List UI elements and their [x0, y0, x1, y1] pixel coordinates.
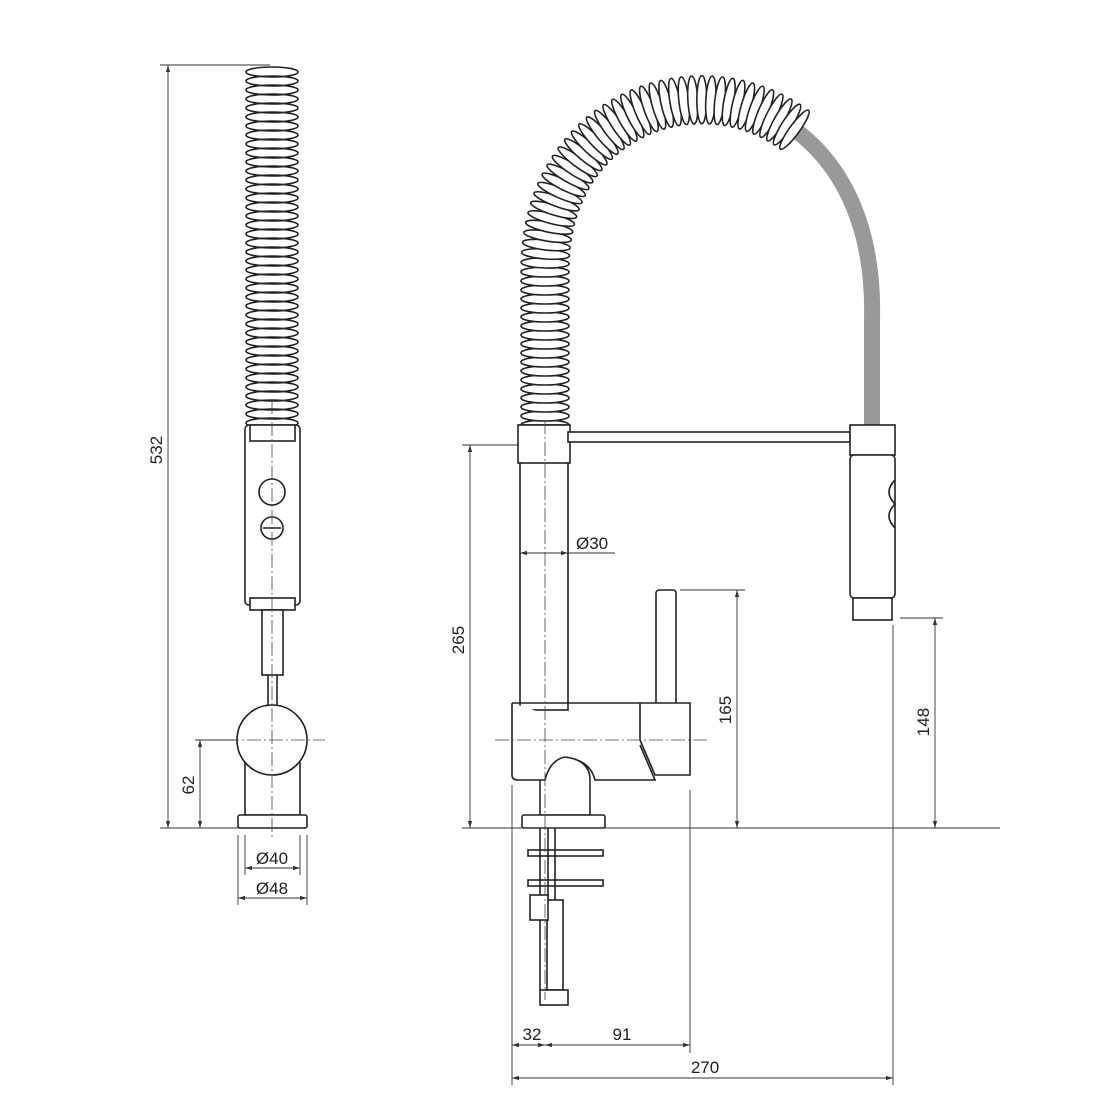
front-view: 265 Ø30 165 148 32 91 270	[449, 74, 1000, 1085]
coil-loop	[245, 246, 299, 258]
coil-loop	[245, 156, 299, 168]
front-column	[519, 424, 569, 711]
dimension-270: 270	[691, 1058, 719, 1077]
coil-loop	[245, 363, 299, 375]
dimension-32: 32	[523, 1025, 542, 1044]
coil-loop	[245, 75, 299, 87]
dimension-148: 148	[914, 708, 933, 736]
coil-loop	[245, 354, 299, 366]
coil-loop	[245, 192, 299, 204]
coil-loop	[245, 327, 299, 339]
coil-loop	[245, 273, 299, 285]
dimension-165: 165	[716, 696, 735, 724]
coil-loop	[245, 102, 299, 114]
side-spray-head	[244, 424, 301, 606]
coil-loop	[245, 318, 299, 330]
coil-loop	[245, 84, 299, 96]
coil-loop	[245, 228, 299, 240]
side-spring-coil	[245, 66, 299, 429]
dimension-532: 532	[147, 436, 166, 464]
coil-loop	[245, 165, 299, 177]
dimension-62: 62	[179, 776, 198, 795]
inlet-fitting	[529, 894, 549, 921]
side-view: 532 62 Ø40 Ø48	[147, 64, 325, 905]
coil-loop	[245, 210, 299, 222]
coil-loop	[245, 255, 299, 267]
coil-loop	[245, 264, 299, 276]
dimension-diameter-48: Ø48	[256, 879, 288, 898]
coil-loop	[245, 291, 299, 303]
coil-loop	[245, 381, 299, 393]
coil-loop	[245, 300, 299, 312]
hose-nut	[539, 989, 569, 1006]
coil-loop	[245, 138, 299, 150]
coil-loop	[245, 237, 299, 249]
coil-loop	[245, 372, 299, 384]
side-head-collar	[249, 424, 296, 442]
coil-loop	[245, 174, 299, 186]
coil-loop	[779, 109, 810, 151]
spray-nozzle	[852, 597, 893, 621]
coil-loop	[245, 219, 299, 231]
front-base-plate	[521, 814, 606, 829]
hose-braided	[546, 899, 564, 991]
coil-loop	[245, 201, 299, 213]
coil-loop	[245, 345, 299, 357]
coil-loop	[245, 147, 299, 159]
side-handle-rod	[261, 609, 284, 676]
coil-loop	[245, 120, 299, 132]
mixer-body	[511, 702, 691, 781]
side-base-plate	[237, 814, 308, 829]
front-column-collar	[517, 424, 571, 464]
dimension-91: 91	[613, 1025, 632, 1044]
side-nozzle-ring	[249, 597, 296, 611]
dimension-diameter-40: Ø40	[256, 849, 288, 868]
spray-collar	[849, 424, 896, 456]
coil-loop	[245, 183, 299, 195]
coil-loop	[245, 111, 299, 123]
front-spray-head	[849, 454, 896, 599]
dimension-diameter-30: Ø30	[576, 534, 608, 553]
coil-loop	[245, 129, 299, 141]
mounting-washer	[527, 849, 604, 857]
handle-lever	[655, 589, 677, 706]
coil-loop	[245, 66, 299, 78]
dimension-265: 265	[449, 626, 468, 654]
coil-loop	[245, 309, 299, 321]
mounting-nut	[527, 879, 604, 887]
coil-loop	[245, 93, 299, 105]
coil-loop	[245, 282, 299, 294]
spout-arm	[567, 431, 851, 443]
coil-loop	[245, 336, 299, 348]
front-spring-coil	[520, 74, 810, 431]
